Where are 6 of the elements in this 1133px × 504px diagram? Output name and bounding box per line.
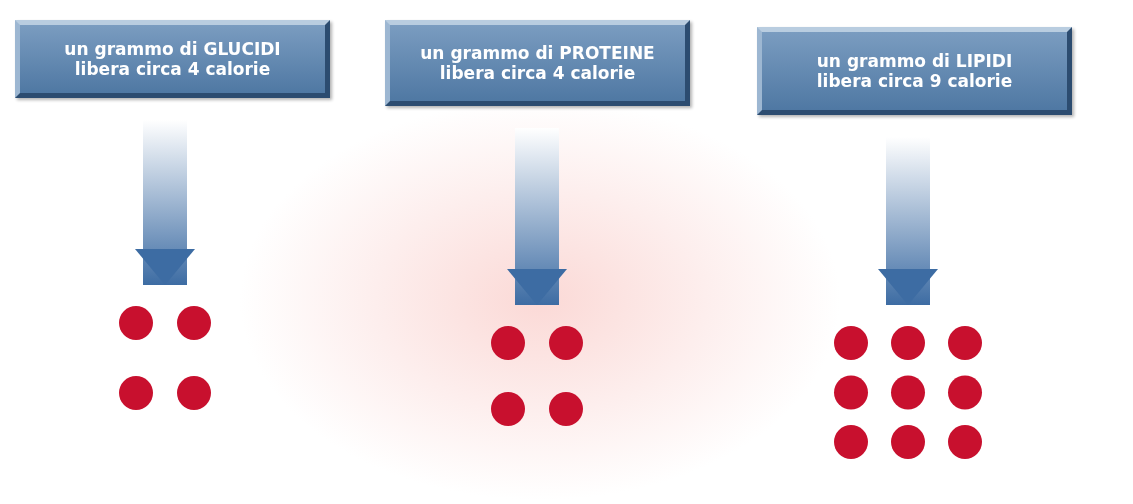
box-text: un grammo di LIPIDI libera circa 9 calorie: [815, 50, 1014, 92]
label-box: [757, 27, 1072, 115]
box-text: un grammo di PROTEINE libera circa 4 calorie: [419, 42, 656, 84]
label-box: [15, 20, 330, 98]
label-box: [385, 20, 690, 106]
box-text: un grammo di GLUCIDI libera circa 4 calorie: [63, 38, 282, 80]
